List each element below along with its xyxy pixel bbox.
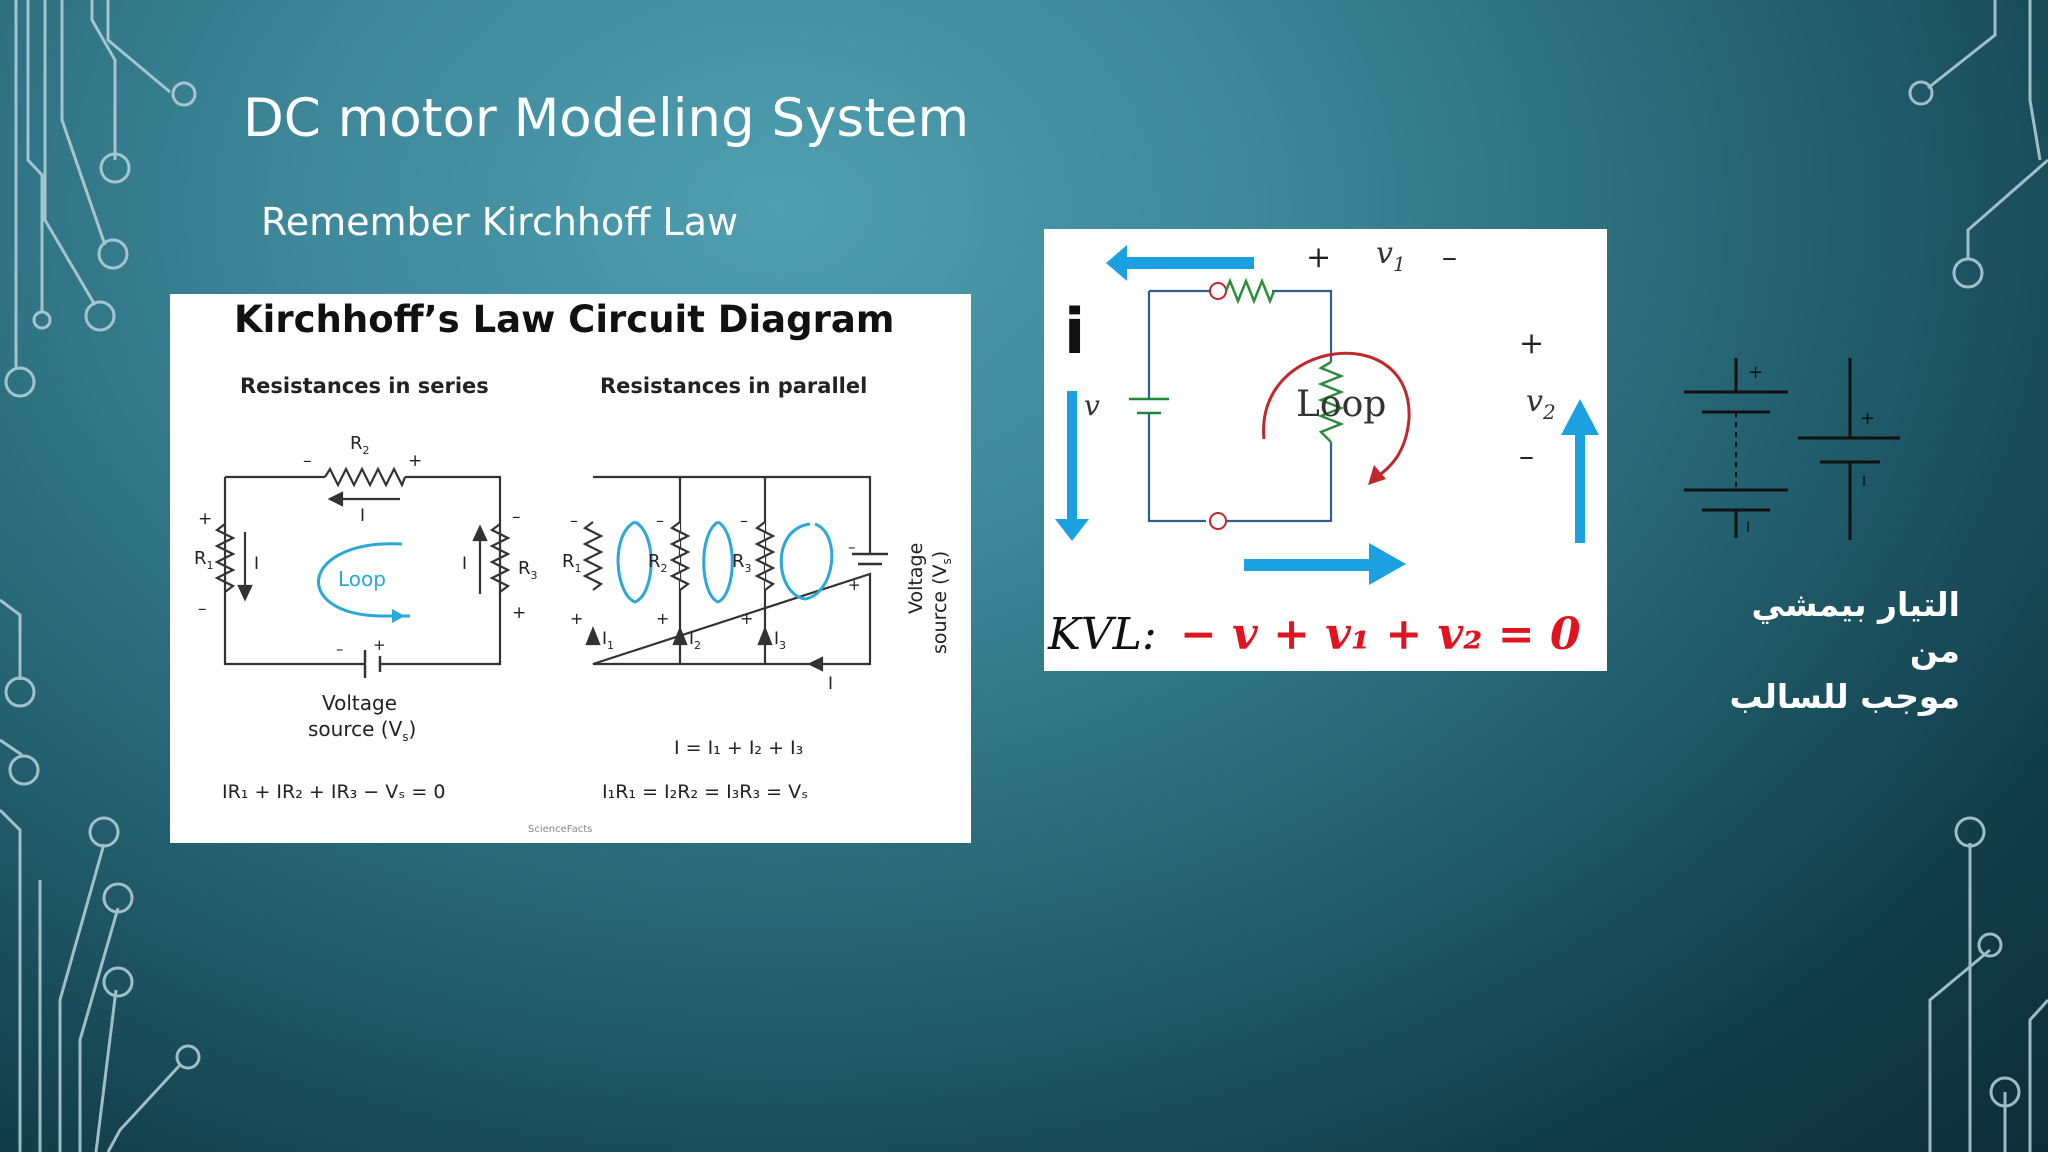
parallel-r2-label: R2 <box>648 551 668 575</box>
kvl-circuit-wires <box>1147 289 1333 523</box>
kvl-loop-diagram: Loop + – + – v1 v2 v i KVL: − v + v₁ + v… <box>1044 229 1607 671</box>
plus-sign: + <box>1748 362 1763 383</box>
parallel-heading: Resistances in parallel <box>600 374 867 398</box>
minus-sign: – <box>198 599 207 619</box>
minus-sign: – <box>1519 439 1534 474</box>
plus-sign: + <box>1306 240 1331 275</box>
v2-label: v2 <box>1526 384 1556 424</box>
diagram-title: Kirchhoff’s Law Circuit Diagram <box>234 298 894 341</box>
minus-sign: – <box>303 451 312 471</box>
parallel-voltage-equation: I₁R₁ = I₂R₂ = I₃R₃ = Vₛ <box>602 781 808 803</box>
minus-sign: – <box>512 507 521 527</box>
series-circuit <box>214 466 511 678</box>
voltage-source-label-2: source (Vs) <box>308 717 416 744</box>
parallel-voltage-source-label: Voltage source (Vs) <box>905 543 954 654</box>
plus-sign: + <box>512 603 526 623</box>
voltage-source-label-1: Voltage <box>322 691 397 715</box>
parallel-r1-label: R1 <box>562 551 582 575</box>
arabic-note: التيار بيمشي من موجب للسالب <box>1700 582 1960 720</box>
series-loop-arrow <box>317 542 410 618</box>
plus-sign: + <box>656 609 669 628</box>
series-current-label-right: I <box>462 554 467 574</box>
v1-label: v1 <box>1376 236 1406 276</box>
i1-label: I1 <box>602 629 614 652</box>
series-current-label-left: I <box>254 554 259 574</box>
resistor-v2 <box>1317 360 1345 443</box>
series-loop-label: Loop <box>338 567 386 591</box>
parallel-current-label: I <box>828 674 833 694</box>
minus-sign: – <box>570 511 578 530</box>
terminal-bottom <box>1209 512 1227 530</box>
plus-sign: + <box>1519 326 1544 361</box>
plus-sign: + <box>373 636 386 654</box>
credit-logo: ScienceFacts <box>528 824 592 835</box>
current-label: i <box>1064 295 1085 368</box>
arrow-right-icon <box>1244 543 1406 585</box>
arrow-down-icon <box>1055 391 1089 541</box>
arrow-up-icon <box>1561 399 1599 543</box>
v-label: v <box>1084 389 1100 422</box>
resistor-v1 <box>1224 277 1276 305</box>
minus-sign: I <box>1746 520 1750 536</box>
resistor-r3 <box>489 523 511 593</box>
resistor-r1 <box>214 523 236 593</box>
slide-title: DC motor Modeling System <box>243 88 970 149</box>
terminal-top <box>1209 282 1227 300</box>
arabic-note-line-2: موجب للسالب <box>1729 677 1960 716</box>
plus-sign: + <box>570 609 583 628</box>
parallel-current-equation: I = I₁ + I₂ + I₃ <box>674 737 803 759</box>
minus-sign: – <box>740 511 748 530</box>
series-heading: Resistances in series <box>240 374 489 398</box>
r3-label: R3 <box>518 558 538 582</box>
current-direction-arrows <box>1055 245 1599 585</box>
loop-arrow <box>1262 351 1411 481</box>
arabic-note-line-1: التيار بيمشي من <box>1751 585 1960 670</box>
svg-text:Voltage: Voltage <box>905 543 927 614</box>
arrow-left-icon <box>1106 245 1254 281</box>
kirchhoff-circuit-diagram: Kirchhoff’s Law Circuit Diagram Resistan… <box>170 294 971 843</box>
slide-subtitle: Remember Kirchhoff Law <box>261 200 739 244</box>
r2-label: R2 <box>350 433 370 457</box>
parallel-r3-label: R3 <box>732 551 752 575</box>
kvl-prefix: KVL: <box>1047 609 1157 660</box>
i2-label: I2 <box>689 629 701 652</box>
parallel-circuit <box>582 475 888 672</box>
minus-sign: – <box>1442 240 1457 275</box>
plus-sign: + <box>848 576 861 594</box>
parallel-loop-arrows <box>616 520 834 604</box>
minus-sign: – <box>848 538 856 556</box>
i3-label: I3 <box>774 629 786 652</box>
svg-text:source (Vs): source (Vs) <box>929 551 954 654</box>
loop-label: Loop <box>1296 384 1386 425</box>
series-current-label-top: I <box>360 506 365 526</box>
plus-sign: + <box>1860 408 1875 429</box>
minus-sign: – <box>336 640 344 658</box>
plus-sign: + <box>198 509 212 529</box>
kvl-equation: − v + v₁ + v₂ = 0 <box>1180 609 1581 660</box>
source-v <box>1129 397 1169 415</box>
plus-sign: + <box>740 609 753 628</box>
series-equation: IR₁ + IR₂ + IR₃ − Vₛ = 0 <box>222 781 445 803</box>
minus-sign: I <box>1862 474 1866 490</box>
battery-symbols: + + I I <box>1684 358 1900 540</box>
plus-sign: + <box>408 451 422 471</box>
minus-sign: – <box>656 511 664 530</box>
r1-label: R1 <box>194 548 214 572</box>
